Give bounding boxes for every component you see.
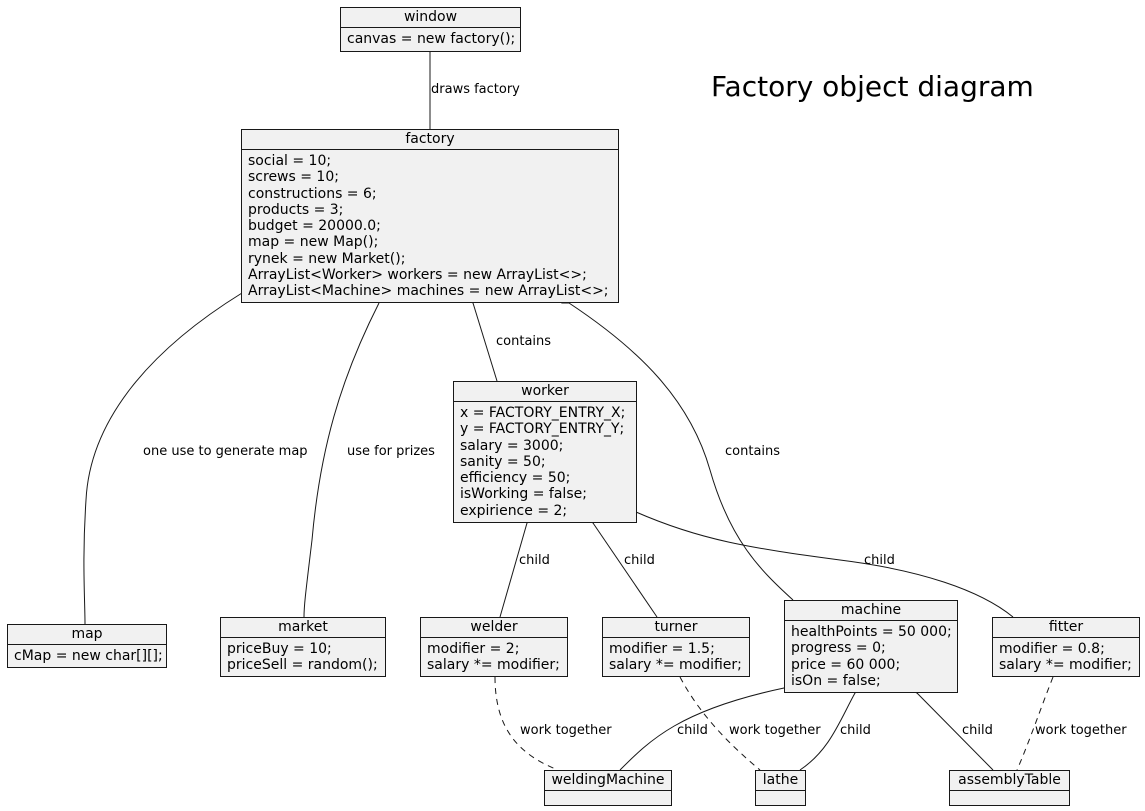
label-assemblytable-child: child (962, 723, 993, 738)
field: x = FACTORY_ENTRY_X; (460, 405, 626, 421)
link-turner-worker (593, 523, 658, 618)
field: efficiency = 50; (460, 470, 571, 487)
link-lathe-machine (799, 693, 855, 771)
field: modifier = 1.5; (609, 641, 715, 657)
object-fields: canvas = new factory(); (341, 28, 520, 50)
label-weldingmachine-child: child (677, 723, 708, 738)
field: salary *= modifier; (427, 657, 560, 674)
link-assemblytable-machine (917, 693, 994, 771)
field: salary *= modifier; (999, 657, 1132, 674)
object-name: market (221, 618, 385, 638)
field: salary = 3000; (460, 437, 564, 454)
link-factory-machine (558, 295, 794, 601)
link-factory-market (303, 302, 380, 618)
label-map-use: one use to generate map (143, 444, 308, 459)
object-welder: welder modifier = 2; salary *= modifier; (420, 617, 568, 677)
object-name: window (341, 8, 520, 28)
field: salary *= modifier; (609, 657, 742, 674)
object-fields: healthPoints = 50 000; progress = 0; pri… (785, 621, 957, 692)
object-name: worker (454, 382, 636, 402)
object-map: map cMap = new char[][]; (7, 624, 167, 668)
link-fitter-assemblytable (1016, 676, 1054, 771)
object-name: map (8, 625, 166, 645)
field: rynek = new Market(); (248, 250, 406, 267)
field: social = 10; (248, 153, 332, 169)
object-fields: priceBuy = 10; priceSell = random(); (221, 638, 385, 677)
diagram-title: Factory object diagram (711, 70, 1034, 103)
label-contains-machine: contains (725, 444, 781, 459)
link-welder-worker (499, 523, 527, 618)
object-name: turner (603, 618, 749, 638)
field: cMap = new char[][]; (14, 648, 163, 664)
object-turner: turner modifier = 1.5; salary *= modifie… (602, 617, 750, 677)
label-turner-child: child (624, 553, 655, 568)
object-assemblytable: assemblyTable (949, 770, 1070, 806)
object-fields: modifier = 2; salary *= modifier; (421, 638, 567, 677)
field: canvas = new factory(); (347, 31, 516, 47)
object-name: fitter (993, 618, 1139, 638)
field: ArrayList<Machine> machines = new ArrayL… (248, 283, 609, 300)
object-factory: factory social = 10; screws = 10; constr… (241, 129, 619, 303)
label-lathe-child: child (840, 723, 871, 738)
label-market-use: use for prizes (347, 444, 435, 459)
object-name: lathe (756, 771, 805, 791)
label-contains-worker: contains (496, 334, 552, 349)
object-name: welder (421, 618, 567, 638)
link-weldingmachine-machine (619, 688, 784, 771)
field: constructions = 6; (248, 185, 377, 202)
object-market: market priceBuy = 10; priceSell = random… (220, 617, 386, 677)
object-fields (545, 791, 671, 805)
object-name: machine (785, 601, 957, 621)
link-factory-worker (466, 290, 498, 382)
object-fields: social = 10; screws = 10; constructions … (242, 150, 618, 303)
object-fields: cMap = new char[][]; (8, 645, 166, 667)
object-name: assemblyTable (950, 771, 1069, 791)
label-fitter-together: work together (1035, 723, 1127, 738)
field: price = 60 000; (791, 656, 901, 673)
link-fitter-worker (636, 512, 1014, 618)
field: healthPoints = 50 000; (791, 624, 952, 640)
label-welder-child: child (519, 553, 550, 568)
link-factory-map (83, 292, 243, 625)
field: isOn = false; (791, 672, 881, 689)
link-turner-lathe (679, 676, 761, 771)
link-welder-weldingmachine (494, 676, 559, 771)
label-fitter-child: child (864, 553, 895, 568)
field: screws = 10; (248, 169, 339, 186)
object-name: factory (242, 130, 618, 150)
field: sanity = 50; (460, 453, 546, 470)
field: ArrayList<Worker> workers = new ArrayLis… (248, 267, 587, 284)
field: priceSell = random(); (227, 657, 378, 674)
label-welder-together: work together (520, 723, 612, 738)
field: expirience = 2; (460, 502, 568, 519)
object-weldingmachine: weldingMachine (544, 770, 672, 806)
field: map = new Map(); (248, 234, 379, 251)
object-fields: modifier = 0.8; salary *= modifier; (993, 638, 1139, 677)
label-draws-factory: draws factory (431, 82, 520, 97)
field: modifier = 0.8; (999, 641, 1105, 657)
object-fields: modifier = 1.5; salary *= modifier; (603, 638, 749, 677)
field: progress = 0; (791, 640, 886, 657)
field: priceBuy = 10; (227, 641, 332, 657)
object-fitter: fitter modifier = 0.8; salary *= modifie… (992, 617, 1140, 677)
object-fields (756, 791, 805, 805)
object-window: window canvas = new factory(); (340, 7, 521, 52)
field: modifier = 2; (427, 641, 520, 657)
field: y = FACTORY_ENTRY_Y; (460, 421, 625, 438)
label-turner-together: work together (729, 723, 821, 738)
object-worker: worker x = FACTORY_ENTRY_X; y = FACTORY_… (453, 381, 637, 523)
object-machine: machine healthPoints = 50 000; progress … (784, 600, 958, 693)
object-fields: x = FACTORY_ENTRY_X; y = FACTORY_ENTRY_Y… (454, 402, 636, 522)
object-name: weldingMachine (545, 771, 671, 791)
field: isWorking = false; (460, 486, 587, 503)
field: products = 3; (248, 201, 344, 218)
field: budget = 20000.0; (248, 218, 381, 235)
object-fields (950, 791, 1069, 805)
object-lathe: lathe (755, 770, 806, 806)
